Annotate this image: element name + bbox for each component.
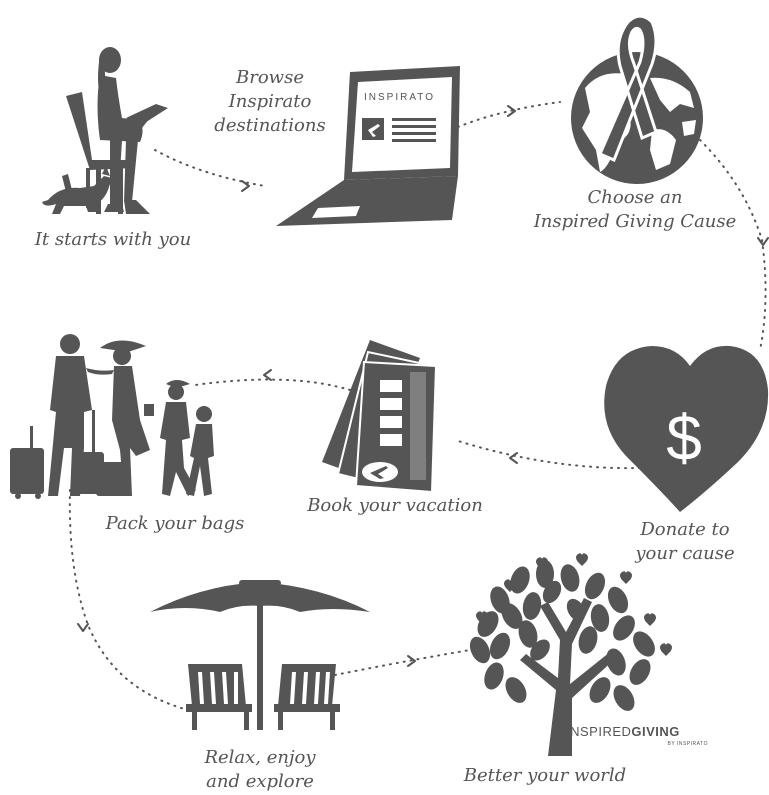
caption-choose-cause: Choose an Inspired Giving Cause — [510, 186, 760, 234]
family-with-luggage-icon — [10, 334, 214, 499]
caption-it-starts-with-you: It starts with you — [18, 228, 208, 252]
caption-line: Book your vacation — [307, 495, 483, 516]
umbrella-chairs-icon — [150, 580, 370, 730]
caption-line: Choose an — [587, 187, 683, 208]
caption-browse-destinations: Browse Inspirato destinations — [210, 66, 330, 138]
boarding-passes-icon — [322, 340, 438, 494]
logo-inspired-text: INSPIRED — [566, 724, 631, 739]
inspired-giving-logo: INSPIREDGIVING BY INSPIRATO — [566, 724, 708, 747]
caption-book-vacation: Book your vacation — [290, 494, 500, 518]
connector-browse-to-choose — [457, 101, 561, 128]
caption-line: Inspired Giving Cause — [533, 211, 737, 232]
heart-tree-icon — [469, 553, 672, 756]
connector-relax-to-better — [334, 649, 471, 676]
connector-choose-to-donate — [699, 139, 769, 351]
caption-donate: Donate to your cause — [620, 518, 750, 566]
caption-line: Better your world — [463, 765, 627, 786]
caption-line: It starts with you — [34, 229, 192, 250]
caption-line: destinations — [214, 115, 326, 136]
connector-donate-to-book — [454, 439, 641, 470]
logo-giving-text: GIVING — [631, 724, 680, 739]
connector-book-to-pack — [194, 369, 351, 391]
caption-line: Browse — [236, 67, 304, 88]
caption-line: Donate to — [640, 519, 730, 540]
caption-relax-enjoy-explore: Relax, enjoy and explore — [190, 746, 330, 794]
caption-line: Inspirato — [228, 91, 312, 112]
laptop-screen-label: INSPIRATO — [364, 92, 435, 103]
laptop-icon: INSPIRATO — [276, 66, 460, 226]
woman-with-laptop-and-dog-icon — [42, 47, 168, 214]
connector-pack-to-relax — [68, 489, 189, 711]
globe-ribbon-icon — [571, 14, 703, 184]
caption-line: Pack your bags — [105, 513, 245, 534]
caption-better-world: Better your world — [450, 764, 640, 788]
caption-line: your cause — [635, 543, 735, 564]
logo-byline-text: BY INSPIRATO — [668, 741, 708, 747]
svg-text:INSPIREDGIVING: INSPIREDGIVING — [566, 724, 680, 739]
caption-line: Relax, enjoy — [204, 747, 316, 768]
heart-dollar-icon: $ — [604, 345, 769, 512]
caption-line: and explore — [206, 771, 314, 792]
caption-pack-bags: Pack your bags — [90, 512, 260, 536]
dollar-symbol: $ — [666, 402, 702, 474]
connector-start-to-browse — [154, 149, 266, 192]
